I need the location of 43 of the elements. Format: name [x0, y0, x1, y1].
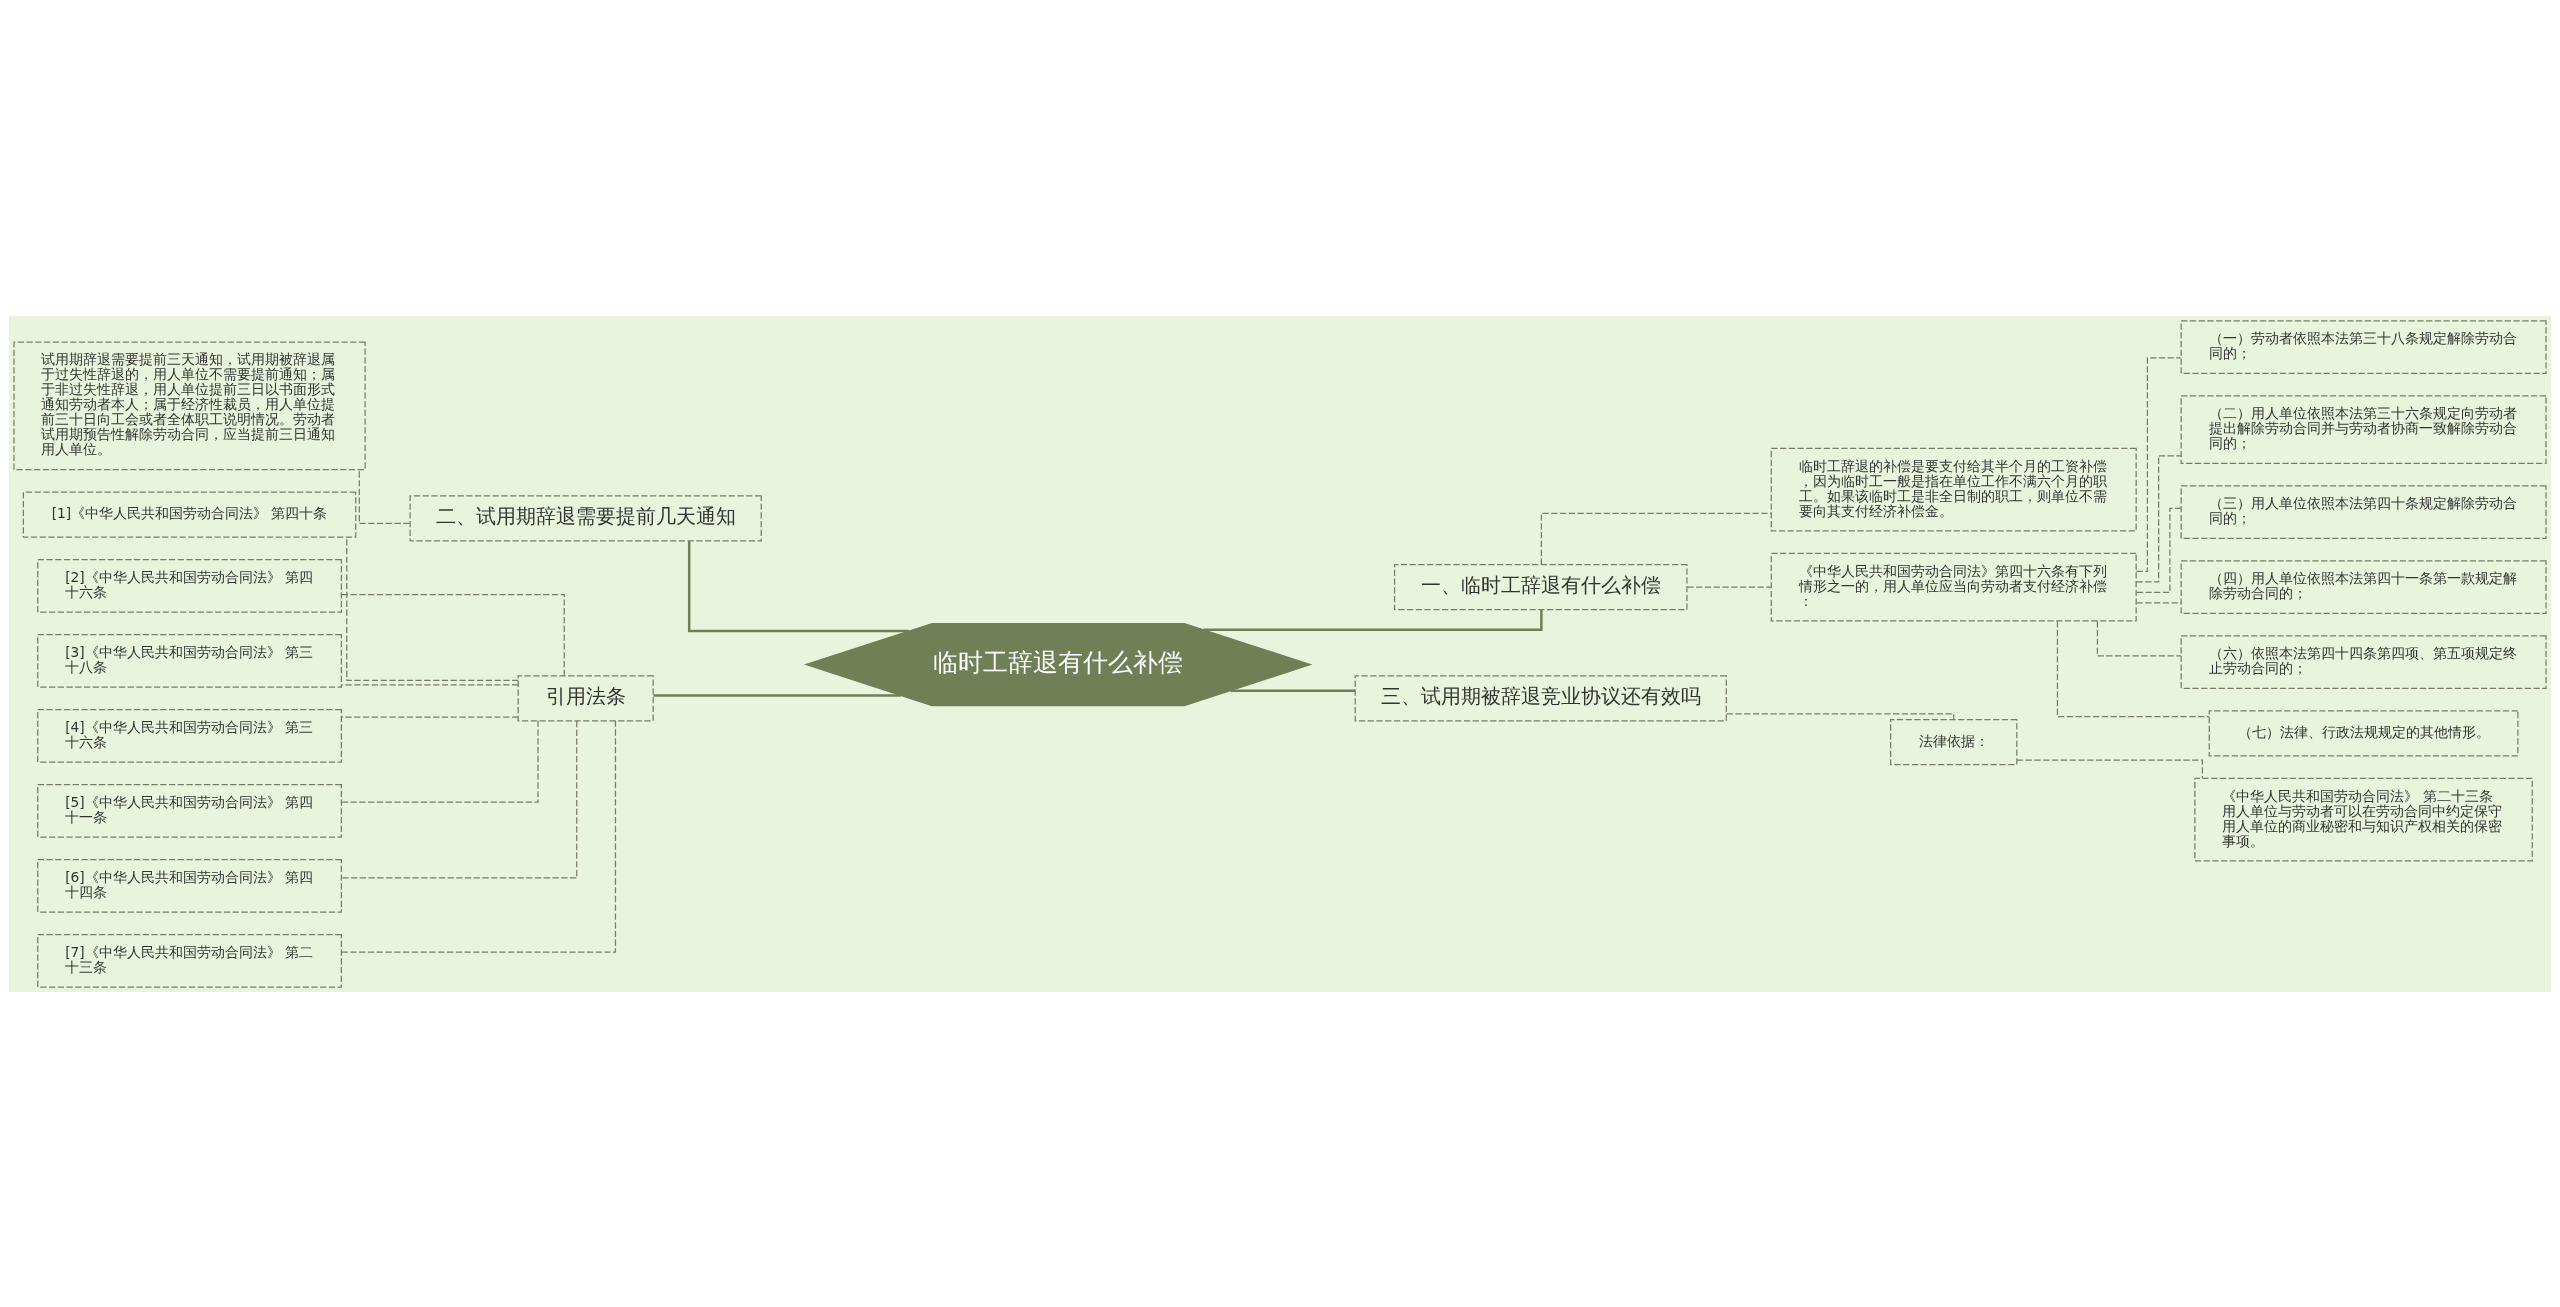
- connector: [1230, 688, 1355, 692]
- node-box: （一）劳动者依照本法第三十八条规定解除劳动合同的；: [2180, 319, 2547, 374]
- node-box: （三）用人单位依照本法第四十条规定解除劳动合同的；: [2180, 484, 2547, 539]
- connector: [2135, 601, 2182, 603]
- node-box: 临时工辞退的补偿是要支付给其半个月的工资补偿，因为临时工一般是指在单位工作不满六个月的职工。如果该临时工是非全日制的职工，则单位不需要向其支付经济补偿金。: [1770, 447, 2137, 532]
- connector: [1726, 712, 1955, 720]
- connector: [2056, 620, 2210, 717]
- connector: [2135, 507, 2182, 593]
- connector: [2135, 454, 2182, 583]
- node-box: [2]《中华人民共和国劳动合同法》 第四十六条: [37, 558, 342, 613]
- node-box: （七）法律、行政法规规定的其他情形。: [2208, 709, 2519, 756]
- connector: [687, 540, 910, 632]
- connector: [653, 693, 901, 697]
- node-box: [3]《中华人民共和国劳动合同法》 第三十八条: [37, 633, 342, 688]
- node-box: 二、试用期辞退需要提前几天通知: [409, 494, 762, 542]
- node-box: 引用法条: [517, 674, 654, 721]
- node-box: [6]《中华人民共和国劳动合同法》 第四十四条: [37, 858, 342, 913]
- node-box: [4]《中华人民共和国劳动合同法》 第三十六条: [37, 708, 342, 763]
- connector: [2135, 356, 2182, 572]
- connector: [1686, 586, 1772, 588]
- connector: [346, 536, 519, 681]
- node-box: 一、临时工辞退有什么补偿: [1393, 563, 1688, 610]
- node-box: [7]《中华人民共和国劳动合同法》 第二十三条: [37, 933, 342, 988]
- connector: [340, 683, 519, 685]
- node-box: （六）依照本法第四十四条第四项、第五项规定终止劳动合同的；: [2180, 634, 2547, 689]
- connector: [2096, 620, 2182, 656]
- node-box: （二）用人单位依照本法第三十六条规定向劳动者提出解除劳动合同并与劳动者协商一致解除劳动合同的；: [2180, 394, 2547, 464]
- node-box: 《中华人民共和国劳动合同法》第四十六条有下列情形之一的，用人单位应当向劳动者支付经济补偿：: [1770, 552, 2137, 621]
- node-box: （四）用人单位依照本法第四十一条第一款规定解除劳动合同的；: [2180, 559, 2547, 614]
- node-box: 三、试用期被辞退竞业协议还有效吗: [1354, 674, 1727, 721]
- connector: [340, 715, 519, 718]
- connector: [1203, 609, 1543, 631]
- node-box: [1]《中华人民共和国劳动合同法》 第四十条: [22, 491, 357, 538]
- node-box: [5]《中华人民共和国劳动合同法》 第四十一条: [37, 783, 342, 838]
- connector: [358, 468, 411, 524]
- node-box: 试用期辞退需要提前三天通知，试用期被辞退属于过失性辞退的，用人单位不需要提前通知；属于非过失性辞退，用人单位提前三日以书面形式通知劳动者本人；属于经济性裁员，用人单位提前三十日向工会或者全体职工说明情况。劳动者试用期预告性解除劳动合同，应当提前三日通知用人单位。: [13, 341, 366, 470]
- connector: [340, 719, 578, 878]
- connector: [340, 593, 565, 676]
- connector: [1540, 512, 1772, 565]
- node-box: 《中华人民共和国劳动合同法》 第二十三条用人单位与劳动者可以在劳动合同中约定保守用人单位的商业秘密和与知识产权相关的保密事项。: [2194, 777, 2533, 861]
- connector: [341, 719, 539, 803]
- connector: [340, 719, 617, 953]
- node-box: 法律依据：: [1890, 718, 2018, 765]
